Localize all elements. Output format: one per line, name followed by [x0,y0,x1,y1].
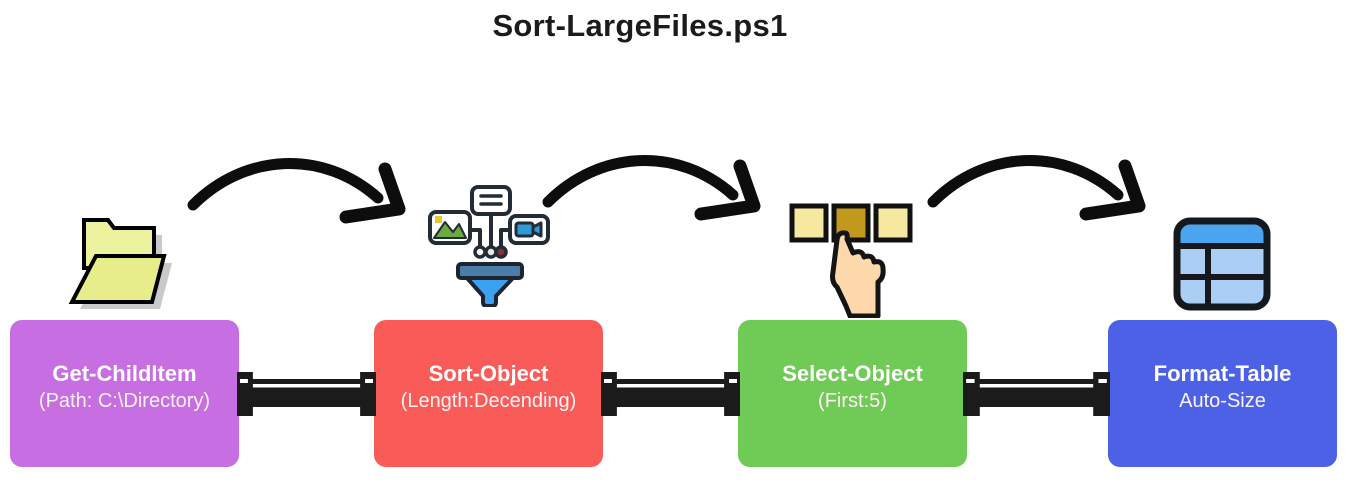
node-command-label: Select-Object [782,361,923,387]
node-get-childitem: Get-ChildItem (Path: C:\Directory) [10,320,239,467]
pipe-connector-icon-3 [963,372,1110,416]
arrow-icon-step3-to-step4 [925,140,1150,225]
node-command-label: Format-Table [1153,361,1292,387]
folder-icon [68,218,172,309]
arrow-icon-step1-to-step2 [185,143,410,228]
funnel-sort-icon [428,185,550,307]
pointer-hand [830,230,886,318]
pipe-connector-icon-2 [601,372,740,416]
node-parameter-label: Auto-Size [1179,389,1266,412]
node-parameter-label: (Length:Decending) [400,389,577,412]
page-title: Sort-LargeFiles.ps1 [492,8,788,43]
node-parameter-label: (First:5) [818,389,887,412]
node-command-label: Sort-Object [428,361,549,387]
node-select-object: Select-Object (First:5) [738,320,967,467]
pipe-connector-icon-1 [237,372,376,416]
node-sort-object: Sort-Object (Length:Decending) [374,320,603,467]
node-command-label: Get-ChildItem [52,361,197,387]
node-parameter-label: (Path: C:\Directory) [38,389,211,412]
select-hand-icon [789,203,913,318]
arrow-icon-step2-to-step3 [540,140,765,225]
node-format-table: Format-Table Auto-Size [1108,320,1337,467]
table-icon [1173,217,1271,311]
